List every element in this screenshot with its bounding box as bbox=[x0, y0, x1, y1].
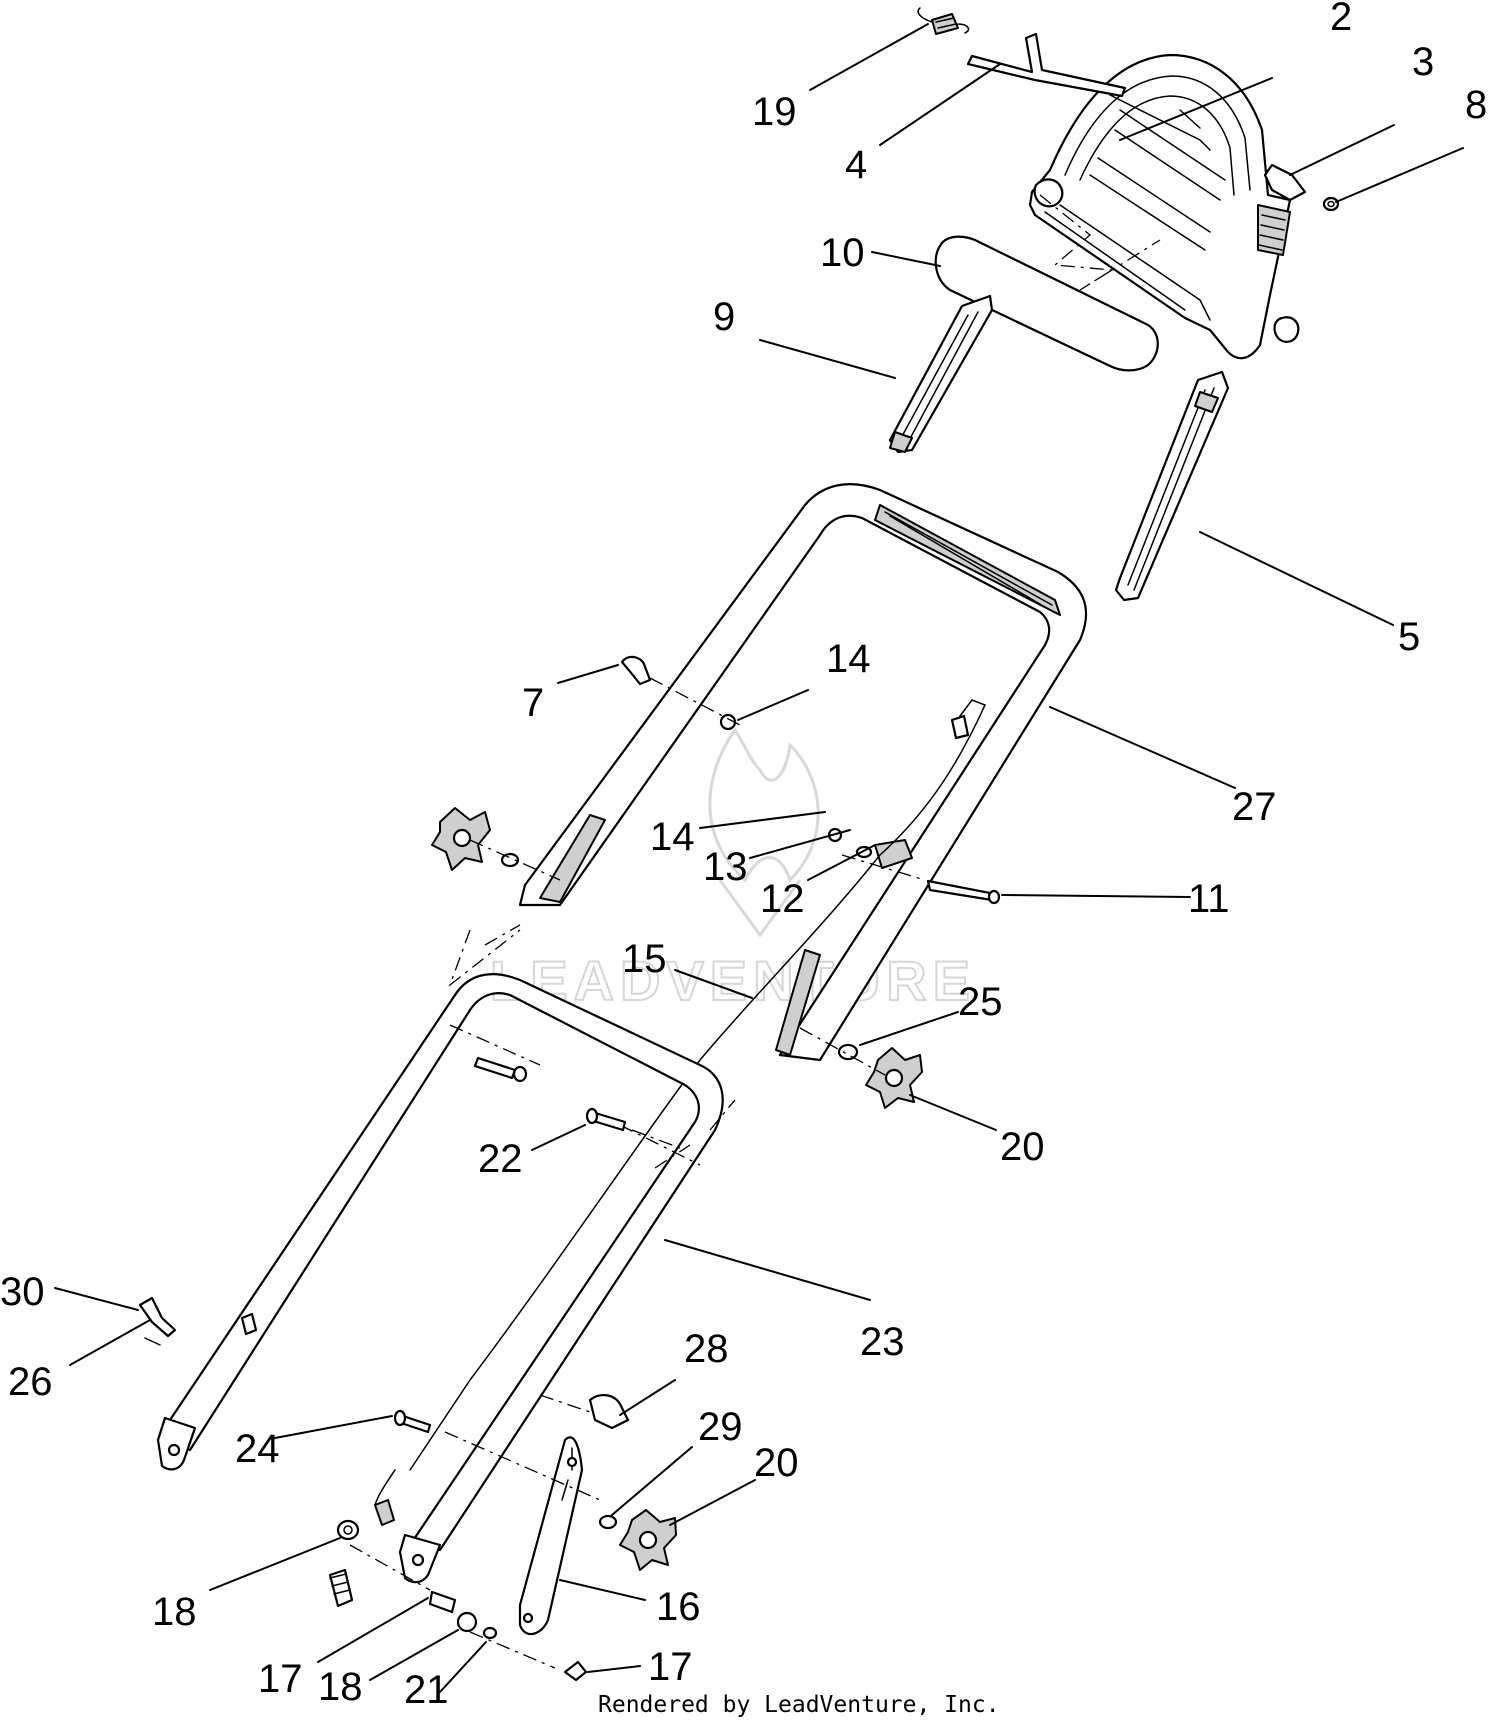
callout-19: 19 bbox=[752, 90, 797, 134]
callout-8: 8 bbox=[1465, 83, 1487, 127]
handle-clip-parts bbox=[138, 1296, 177, 1346]
callout-29: 29 bbox=[698, 1405, 743, 1449]
callout-14-upper: 14 bbox=[826, 637, 871, 681]
watermark-flame-icon bbox=[708, 727, 820, 883]
callout-24: 24 bbox=[235, 1427, 280, 1471]
callout-27: 27 bbox=[1232, 785, 1277, 829]
callout-18-right: 18 bbox=[318, 1665, 363, 1709]
callout-14-lower: 14 bbox=[650, 815, 695, 859]
washer-upper-right bbox=[837, 1043, 859, 1061]
clip-part bbox=[620, 655, 652, 686]
callout-20-lower: 20 bbox=[754, 1441, 799, 1485]
cable-line bbox=[409, 704, 986, 1471]
callout-17-left: 17 bbox=[258, 1657, 303, 1701]
callout-30: 30 bbox=[0, 1270, 45, 1314]
callout-5: 5 bbox=[1398, 615, 1420, 659]
right-grip bbox=[1114, 370, 1230, 602]
callout-18-left: 18 bbox=[152, 1590, 197, 1634]
lower-hardware bbox=[328, 1519, 588, 1682]
panel-part bbox=[934, 235, 1159, 372]
control-bar-assembly bbox=[1028, 53, 1300, 360]
lower-handle bbox=[156, 973, 736, 1584]
clip-left bbox=[138, 1296, 177, 1338]
callout-11: 11 bbox=[1188, 877, 1230, 921]
callout-12: 12 bbox=[760, 877, 805, 921]
bolt-upper bbox=[473, 1056, 517, 1080]
callout-15: 15 bbox=[622, 937, 667, 981]
washer-21 bbox=[482, 1626, 498, 1640]
callout-3: 3 bbox=[1412, 40, 1434, 84]
callout-28: 28 bbox=[684, 1327, 729, 1371]
cable-end bbox=[950, 714, 970, 740]
upper-fasteners bbox=[620, 655, 1001, 905]
handle-bolt bbox=[926, 879, 994, 902]
nut-part bbox=[1322, 196, 1340, 212]
bolt-17b bbox=[563, 1660, 588, 1682]
callout-7: 7 bbox=[522, 681, 544, 725]
callout-10: 10 bbox=[820, 231, 865, 275]
callout-23: 23 bbox=[860, 1320, 905, 1364]
bushing-right bbox=[456, 1611, 478, 1633]
washer-lower bbox=[598, 1514, 618, 1530]
left-handle-grip bbox=[888, 294, 994, 454]
bolt-part bbox=[473, 1056, 681, 1149]
bail-spring-and-rod bbox=[917, 7, 1127, 98]
callout-13: 13 bbox=[703, 845, 748, 889]
leader-lines bbox=[54, 23, 1464, 1693]
callout-9: 9 bbox=[713, 295, 735, 339]
left-grip bbox=[888, 294, 994, 454]
lower-handle-frame bbox=[163, 973, 724, 1552]
bolt-17a bbox=[428, 1590, 457, 1614]
watermark-v-icon bbox=[718, 879, 802, 938]
left-knob bbox=[431, 807, 561, 881]
control-cable bbox=[374, 699, 986, 1526]
callout-17-right: 17 bbox=[648, 1645, 693, 1689]
bail-rod bbox=[966, 32, 1127, 98]
bushing-left bbox=[336, 1519, 360, 1541]
lower-bracket-assembly bbox=[393, 1394, 677, 1636]
callout-16: 16 bbox=[656, 1585, 701, 1629]
callout-25: 25 bbox=[958, 980, 1003, 1024]
spring-lower bbox=[328, 1568, 354, 1608]
callout-22: 22 bbox=[478, 1137, 523, 1181]
clip-lower bbox=[588, 1394, 630, 1430]
control-panel-decal bbox=[934, 235, 1159, 372]
upper-handle-frame bbox=[518, 483, 1088, 1062]
render-credit: Rendered by LeadVenture, Inc. bbox=[598, 1692, 1000, 1718]
callout-4: 4 bbox=[845, 143, 867, 187]
upper-handle bbox=[448, 483, 1088, 1062]
right-knob-upper bbox=[799, 1027, 923, 1109]
callout-20-upper: 20 bbox=[1000, 1125, 1045, 1169]
callout-2: 2 bbox=[1330, 0, 1352, 39]
control-bar-grip-pad bbox=[1257, 204, 1291, 256]
control-bar-pivot bbox=[1033, 178, 1064, 208]
callout-26: 26 bbox=[8, 1360, 53, 1404]
callout-21: 21 bbox=[404, 1668, 449, 1712]
washer-upper-left bbox=[500, 852, 520, 868]
lower-handle-left-foot bbox=[156, 1416, 197, 1471]
